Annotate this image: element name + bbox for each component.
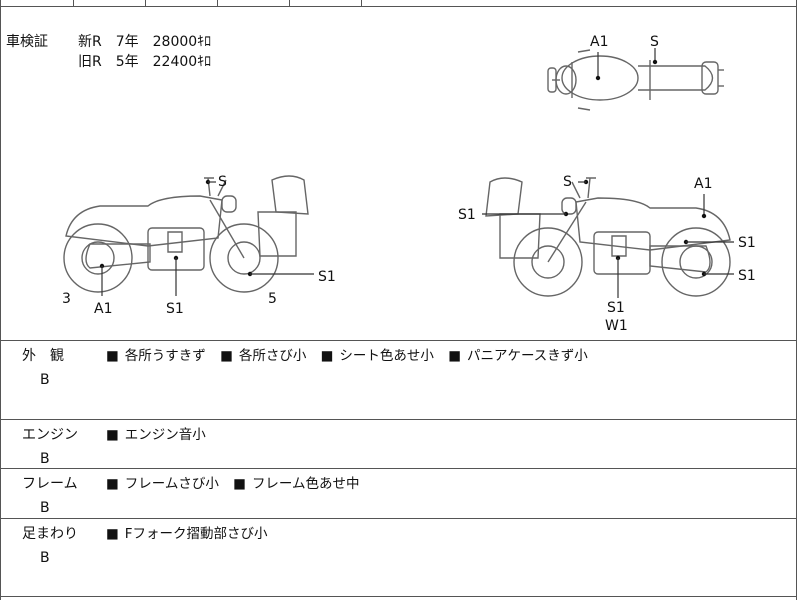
row-items: ■エンジン音小 [106,427,206,443]
label-right-w1: W1 [605,318,628,334]
label-right-s1c: S1 [738,268,756,284]
row-items: ■フレームさび小 ■フレーム色あせ中 [106,476,360,492]
row-items: ■各所うすきず ■各所さび小 ■シート色あせ小 ■パニアケースきず小 [106,348,588,364]
inspection-old: 旧R 5年 22400ｷﾛ [78,54,212,70]
row-grade: B [40,550,50,566]
row-items: ■Fフォーク摺動部さび小 [106,526,268,542]
row-name: 外 観 [22,348,64,364]
inspection-new: 新R 7年 28000ｷﾛ [78,34,212,50]
label-right-s1a: S1 [458,207,476,223]
label-left-a1: A1 [94,301,113,317]
row-divider [0,340,796,341]
label-left-5: 5 [268,291,277,307]
top-cell-divider [145,0,146,6]
label-right-s1b: S1 [738,235,756,251]
top-cell-divider [289,0,290,6]
top-cell-divider [217,0,218,6]
left-border [0,0,1,600]
row-name: フレーム [22,476,78,492]
label-left-s1b: S1 [166,301,184,317]
label-left-s: S [218,174,227,190]
label-top-a1: A1 [590,34,609,50]
top-cell-divider [361,0,362,6]
row-grade: B [40,451,50,467]
row-grade: B [40,372,50,388]
row-grade: B [40,500,50,516]
inspection-label: 車検証 [6,34,48,50]
left-view-bike [63,175,309,293]
right-border [796,0,797,600]
row-divider [0,419,796,420]
label-left-3: 3 [62,291,71,307]
motorcycle-damage-diagram [63,48,734,298]
row-name: エンジン [22,427,78,443]
top-cell-divider [73,0,74,6]
label-left-s1: S1 [318,269,336,285]
row-divider [0,518,796,519]
row-divider [0,596,796,597]
row-divider [0,468,796,469]
right-view-bike [485,177,731,297]
row-name: 足まわり [22,526,78,542]
top-border [0,6,796,7]
label-top-s: S [650,34,659,50]
top-view-bike [547,49,724,111]
label-right-s: S [563,174,572,190]
label-right-s1d: S1 [607,300,625,316]
label-right-a1: A1 [694,176,713,192]
